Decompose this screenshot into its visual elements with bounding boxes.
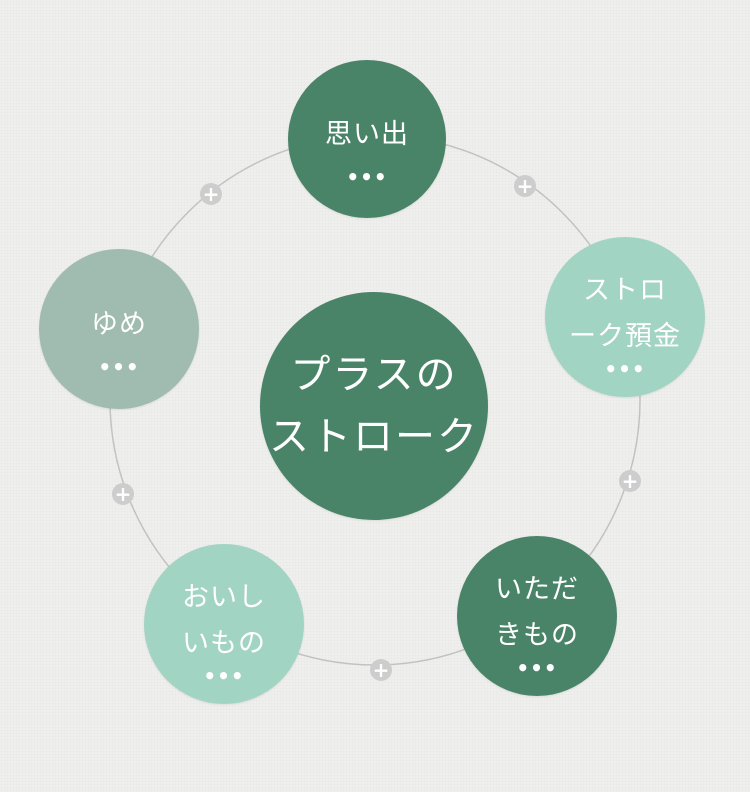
node-label-line2: きもの [495, 620, 579, 651]
node-stroke-deposit[interactable]: ストロ ーク預金 ••• [545, 237, 705, 397]
node-yume[interactable]: ゆめ ••• [39, 249, 199, 409]
plus-icon: + [372, 658, 390, 682]
add-node-button[interactable]: + [112, 483, 134, 505]
node-label-line2: いもの [182, 628, 266, 659]
node-label: ゆめ [91, 309, 147, 340]
more-icon[interactable]: ••• [604, 357, 646, 381]
more-icon[interactable]: ••• [346, 165, 388, 189]
add-node-button[interactable]: + [370, 659, 392, 681]
node-label-line1: いただ [495, 574, 579, 605]
add-node-button[interactable]: + [619, 470, 641, 492]
node-label: 思い出 [325, 119, 409, 150]
center-label-line1: プラスの [290, 352, 458, 398]
node-label-line1: おいし [182, 582, 266, 613]
more-icon[interactable]: ••• [203, 664, 245, 688]
plus-icon: + [621, 469, 639, 493]
center-node[interactable]: プラスの ストローク [260, 292, 488, 520]
plus-icon: + [516, 174, 534, 198]
plus-icon: + [114, 482, 132, 506]
node-omoide[interactable]: 思い出 ••• [288, 60, 446, 218]
node-label-line1: ストロ [583, 275, 667, 306]
node-label-line2: ーク預金 [569, 321, 681, 352]
node-itadakimono[interactable]: いただ きもの ••• [457, 536, 617, 696]
plus-icon: + [202, 182, 220, 206]
node-oishiimono[interactable]: おいし いもの ••• [144, 544, 304, 704]
more-icon[interactable]: ••• [98, 355, 140, 379]
add-node-button[interactable]: + [200, 183, 222, 205]
add-node-button[interactable]: + [514, 175, 536, 197]
center-label-line2: ストローク [269, 414, 479, 460]
more-icon[interactable]: ••• [516, 656, 558, 680]
